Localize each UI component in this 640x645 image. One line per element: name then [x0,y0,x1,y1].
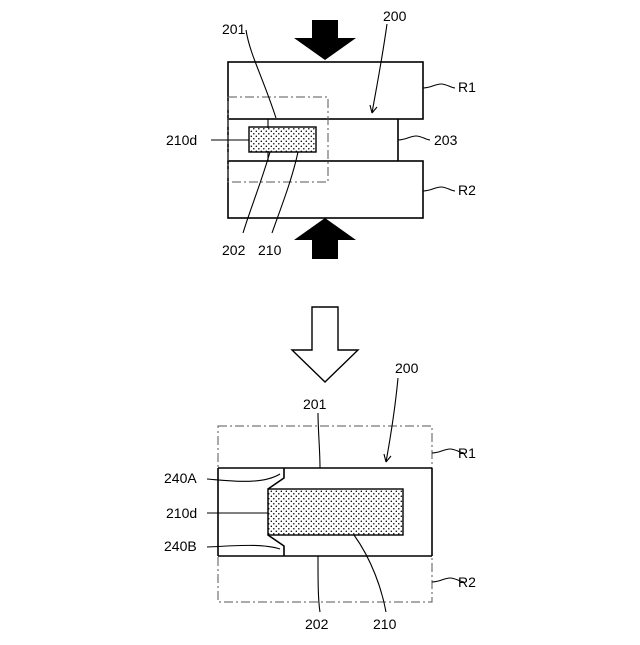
label-210-bottom: 210 [373,616,397,632]
label-202-bottom: 202 [305,616,329,632]
label-200-bottom: 200 [395,360,419,376]
label-200-top: 200 [383,8,407,24]
label-r2-bottom: R2 [458,574,476,590]
label-203-top: 203 [434,132,458,148]
label-201-top: 201 [222,21,246,37]
top-figure: 200 201 R1 203 210d R2 202 210 [166,8,476,259]
label-210-top: 210 [258,242,282,258]
label-202-top: 202 [222,242,246,258]
upper-mold-r1 [228,62,423,119]
label-r2-top: R2 [458,182,476,198]
label-210d-bottom: 210d [166,505,197,521]
element-210-bottom [268,489,403,535]
label-240b: 240B [164,538,197,554]
lower-mold-r2-outline [218,556,432,602]
label-r1-top: R1 [458,79,476,95]
bottom-figure: 200 201 R1 240A 210d 240B R2 202 210 [164,360,476,632]
press-arrow-down-icon [294,20,356,60]
process-arrow-down-icon [292,307,358,382]
element-210 [249,127,316,152]
press-arrow-up-icon [294,218,356,259]
label-240a: 240A [164,470,197,486]
label-201-bottom: 201 [303,396,327,412]
label-210d-top: 210d [166,132,197,148]
label-r1-bottom: R1 [458,445,476,461]
upper-mold-r1-outline [218,426,432,468]
